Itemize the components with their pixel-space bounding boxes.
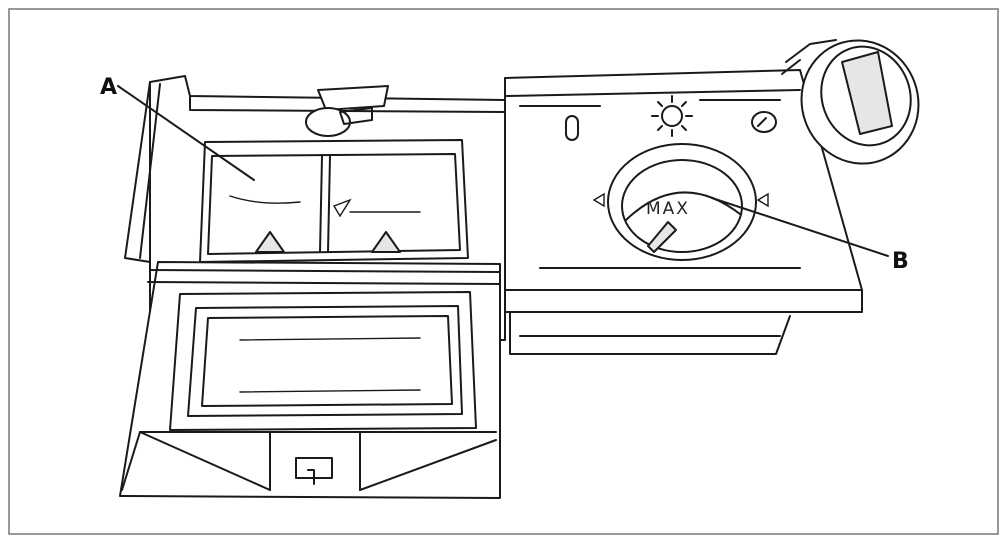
- dial-pointer: [647, 221, 677, 253]
- indicator-slot-icon: [565, 115, 579, 141]
- figure-frame: [8, 8, 999, 535]
- detergent-dispenser: [119, 75, 506, 499]
- callout-a: A: [100, 75, 255, 181]
- rinse-aid-dispenser: MAX: [504, 39, 920, 355]
- max-arrow-icon: [756, 192, 769, 208]
- callout-b-label: B: [892, 249, 909, 274]
- dispenser-latch: [317, 85, 389, 111]
- lid-catch: [295, 457, 333, 479]
- sun-indicator-icon: [651, 95, 693, 137]
- callout-b: B: [711, 197, 909, 274]
- rinse-aid-cap: [781, 39, 920, 165]
- refill-indicator-icon: [751, 111, 777, 133]
- callout-a-label: A: [100, 75, 117, 100]
- min-arrow-icon: [592, 192, 605, 208]
- dial-max-label: MAX: [646, 199, 690, 219]
- detergent-compartment: [199, 139, 469, 263]
